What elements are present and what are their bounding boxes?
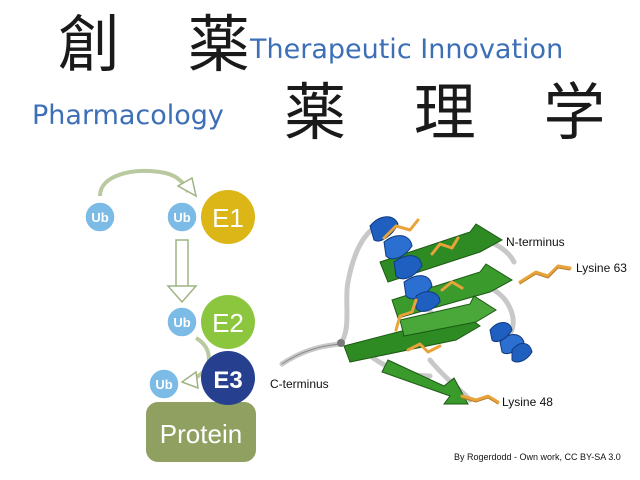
alpha-helix [369,216,441,312]
ub-e1-circle [166,201,198,233]
beta-strand-4 [381,359,469,405]
e1-circle [201,190,255,244]
lysine-side-chains-shade [461,267,571,405]
e1-to-e2-arrow [166,239,198,304]
ub-transfer-arrow-e1-head [176,176,198,198]
lysine-side-chains [382,218,572,404]
ub-e2-label: Ub [173,315,190,330]
image-credit: By Rogerdodd - Own work, CC BY-SA 3.0 [454,452,621,462]
kanji-drug-discovery-title: 創 薬 [58,8,274,81]
ub-transfer-arrow-e1 [98,169,190,197]
ub-free-label: Ub [91,210,108,225]
lysine-63-label: Lysine 63 [576,261,627,275]
protein-label: Protein [160,419,242,449]
e2-circle [201,295,255,349]
e3-circle [201,351,255,405]
ub-transfer-arrow-e3-head [180,370,199,390]
lysine-48-label: Lysine 48 [502,395,553,409]
e3-label: E3 [213,367,242,394]
ubiquitin-structure [279,216,572,405]
ub-e1-label: Ub [173,210,190,225]
c-alpha-node [337,339,345,347]
ub-free-circle [84,201,116,233]
beta-strand-5 [399,295,497,337]
ub-e3-circle [148,368,180,400]
n-terminus-label: N-terminus [506,235,565,249]
loop-outline [281,343,341,365]
e2-label: E2 [212,308,244,338]
c-terminus-label: C-terminus [270,377,329,391]
e1-label: E1 [212,203,244,233]
ub-e3-label: Ub [155,377,172,392]
pharmacology-title: Pharmacology [32,100,224,131]
ub-e2-circle [166,306,198,338]
c-terminal-helix [489,322,533,363]
kanji-pharmacology-title: 薬 理 学 [284,76,630,149]
therapeutic-innovation-title: Therapeutic Innovation [250,34,564,65]
protein-box [146,402,256,462]
